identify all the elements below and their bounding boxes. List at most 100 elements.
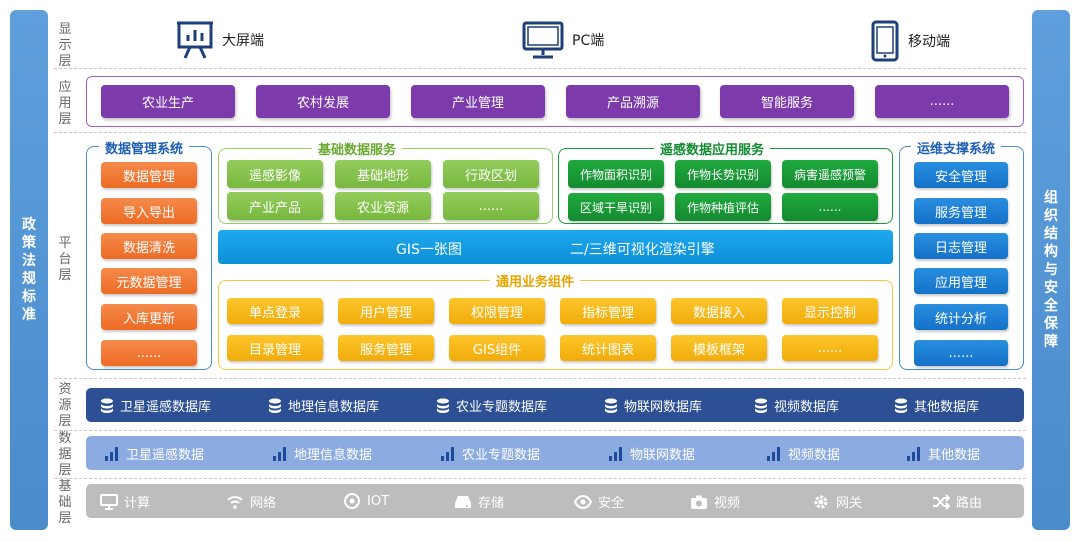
rs-app-title: 遥感数据应用服务 [654,139,771,158]
database-icon [436,398,450,414]
base-item-label: 视频 [714,496,741,511]
dm-item: ...... [101,340,197,366]
bar-signal-icon [440,446,456,462]
bar-signal-icon [906,446,922,462]
data-item-label: 农业专题数据 [462,448,541,463]
app-industry-management: 产业管理 [411,85,545,118]
resource-item: 视频数据库 [754,396,839,415]
basic-data-item: ...... [443,192,539,220]
rs-app-item: 作物面积识别 [568,160,664,188]
basic-data-item: 农业资源 [335,192,431,220]
database-icon [754,398,768,414]
display-item-label: 移动端 [908,34,950,50]
resource-item-label: 地理信息数据库 [288,400,380,415]
bar-signal-icon [272,446,288,462]
eye-shield-icon [574,494,592,510]
ops-item: 安全管理 [914,162,1008,188]
ops-item: 统计分析 [914,304,1008,330]
component-item: 单点登录 [227,298,323,324]
base-item-label: 存储 [478,496,505,511]
app-smart-services: 智能服务 [720,85,854,118]
basic-data-item: 遥感影像 [227,160,323,188]
basic-data-item: 产业产品 [227,192,323,220]
resource-item-label: 其他数据库 [914,400,980,415]
bar-signal-icon [608,446,624,462]
display-item-mobile: 移动端 [870,20,950,62]
data-item-label: 卫星遥感数据 [126,448,205,463]
shuffle-icon [932,493,950,510]
separator [54,478,1026,479]
storage-drive-icon [454,494,472,510]
wifi-icon [226,494,244,510]
gis-map-label: GIS一张图 [396,242,462,258]
base-item: 视频 [690,492,740,511]
component-item: 目录管理 [227,335,323,361]
layer-label-display: 显示层 [58,22,72,69]
rs-app-item: 作物长势识别 [675,160,771,188]
base-item-label: 安全 [598,496,625,511]
rs-app-item: 作物种植评估 [675,193,771,221]
display-item-pc: PC端 [522,20,604,60]
iot-globe-icon [343,492,361,510]
base-item: 计算 [100,492,150,511]
basic-data-title: 基础数据服务 [312,139,403,158]
component-item: ...... [782,335,878,361]
base-item-label: 网关 [836,496,863,511]
policy-standards-label: 政策法规标准 [22,217,36,323]
component-item: 用户管理 [338,298,434,324]
separator [54,132,1026,133]
data-item: 卫星遥感数据 [104,444,204,463]
ops-item: 应用管理 [914,268,1008,294]
display-item-label: PC端 [572,33,605,49]
render-engine-label: 二/三维可视化渲染引擎 [570,242,715,258]
data-item: 视频数据 [766,444,840,463]
base-item: 网关 [812,492,862,511]
resource-item: 其他数据库 [894,396,979,415]
ops-item: 日志管理 [914,233,1008,259]
base-item: 路由 [932,492,982,511]
presentation-board-icon [176,20,214,60]
database-icon [894,398,908,414]
tablet-icon [870,20,900,62]
separator [54,378,1026,379]
gear-icon [812,493,830,511]
data-item-label: 地理信息数据 [294,448,373,463]
application-frame: 农业生产 农村发展 产业管理 产品溯源 智能服务 ...... [86,76,1024,127]
base-item: 安全 [574,492,624,511]
database-icon [268,398,282,414]
component-item: 显示控制 [782,298,878,324]
resource-item-label: 物联网数据库 [624,400,703,415]
component-item: 服务管理 [338,335,434,361]
dm-item: 导入导出 [101,198,197,224]
data-item: 其他数据 [906,444,980,463]
dm-item: 元数据管理 [101,268,197,294]
basic-data-item: 行政区划 [443,160,539,188]
data-management-title: 数据管理系统 [99,138,190,157]
dm-item: 数据管理 [101,162,197,188]
monitor-icon [100,493,118,510]
common-components-title: 通用业务组件 [490,271,581,290]
resource-item-label: 农业专题数据库 [456,400,548,415]
monitor-icon [522,20,564,60]
data-item-label: 其他数据 [928,448,981,463]
component-item: 指标管理 [560,298,656,324]
org-security-label: 组织结构与安全保障 [1044,190,1058,350]
database-icon [100,398,114,414]
data-item: 农业专题数据 [440,444,540,463]
ops-item: 服务管理 [914,198,1008,224]
rs-app-item: 病害遥感预警 [782,160,878,188]
base-item: IOT [343,492,389,510]
data-band [86,436,1024,470]
database-icon [604,398,618,414]
base-item-label: 路由 [956,496,983,511]
ops-item: ...... [914,340,1008,366]
rs-app-item: 区域干旱识别 [568,193,664,221]
component-item: 模板框架 [671,335,767,361]
base-item-label: 网络 [250,496,277,511]
resource-item: 物联网数据库 [604,396,702,415]
layer-label-platform: 平台层 [58,236,72,283]
app-agri-production: 农业生产 [101,85,235,118]
gis-engine-bar: GIS一张图 二/三维可视化渲染引擎 [218,230,893,264]
resource-band [86,388,1024,422]
separator [54,430,1026,431]
